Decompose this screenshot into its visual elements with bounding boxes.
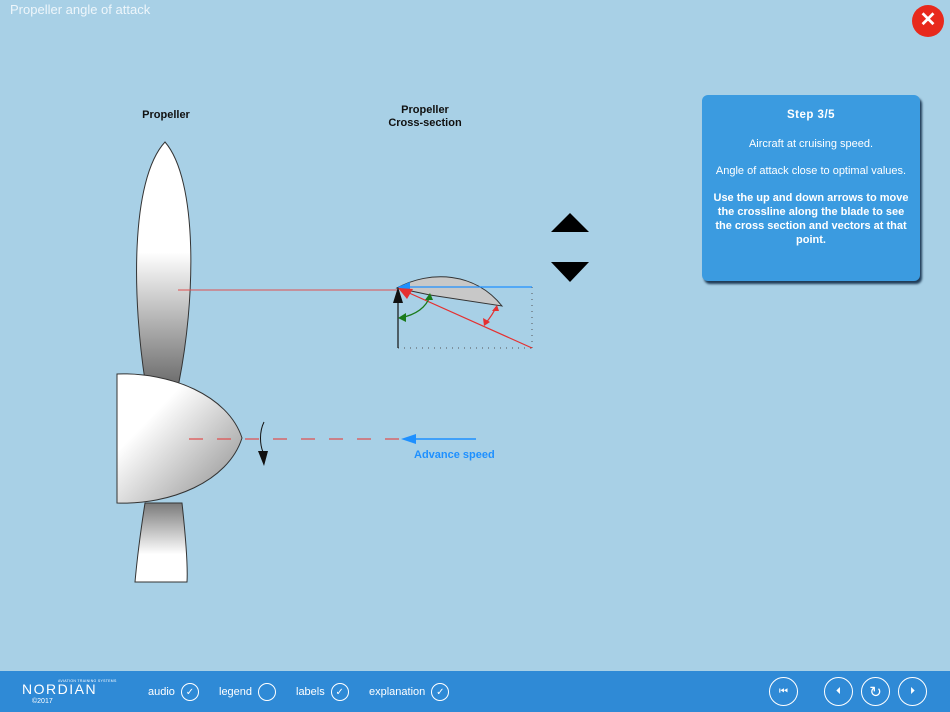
check-icon: ✓ [431,683,450,701]
unchecked-circle-icon [258,683,277,701]
advance-speed-label: Advance speed [414,449,495,461]
replay-button[interactable]: ↻ [861,677,890,706]
toggle-legend[interactable]: legend [219,683,277,701]
propeller-label: Propeller [142,109,190,121]
close-icon: ✕ [919,9,937,31]
first-step-button[interactable]: ⏮ [769,677,798,706]
previous-icon: ⏴ [836,686,841,697]
nordian-logo: AVIATION TRAINING SYSTEMS NORDIAN ©2017 [22,679,116,705]
explanation-line-1: Aircraft at cruising speed. [748,138,874,150]
propeller-blade-bottom [134,502,188,583]
logo-text: NORDIAN [22,681,98,697]
triangle-up-icon [551,213,589,232]
check-icon: ✓ [330,683,349,701]
triangle-down-icon [551,262,589,282]
vertical-vector-icon [393,287,403,303]
toggle-labels-label: labels [296,686,325,698]
toggle-labels[interactable]: labels ✓ [296,683,349,701]
check-icon: ✓ [180,683,199,701]
close-button[interactable]: ✕ [912,5,944,37]
airfoil-section [395,276,504,307]
toggle-explanation[interactable]: explanation ✓ [369,683,450,701]
rotation-arrow-icon [258,451,268,466]
toggle-legend-label: legend [219,686,253,698]
propeller-spinner [116,373,243,504]
replay-icon: ↻ [869,683,882,701]
move-crossline-down-button[interactable] [550,261,590,283]
previous-step-button[interactable]: ⏴ [824,677,853,706]
cross-section-label-line1: Propeller [401,104,449,116]
app-title: Propeller angle of attack [10,2,151,17]
propeller-blade-top [136,141,192,388]
toggle-explanation-label: explanation [369,686,426,698]
cross-section-label-line2: Cross-section [388,117,462,129]
logo-tagline: AVIATION TRAINING SYSTEMS [58,679,117,683]
toggle-audio[interactable]: audio ✓ [148,683,199,701]
next-icon: ⏵ [910,686,915,697]
move-crossline-up-button[interactable] [550,212,590,234]
explanation-panel: Step 3/5 Aircraft at cruising speed. Ang… [702,95,920,281]
toggle-audio-label: audio [148,686,175,698]
bottom-toolbar: AVIATION TRAINING SYSTEMS NORDIAN ©2017 … [0,671,950,712]
next-step-button[interactable]: ⏵ [898,677,927,706]
advance-speed-arrow-icon [401,434,416,444]
explanation-instruction: Use the up and down arrows to move the c… [713,192,909,246]
copyright: ©2017 [32,698,53,705]
cross-section-label: Propeller Cross-section [380,104,470,130]
propeller-diagram: Advance speed [116,141,533,583]
skip-to-start-icon: ⏮ [779,686,788,697]
explanation-line-2: Angle of attack close to optimal values. [715,165,907,177]
step-indicator: Step 3/5 [786,109,836,121]
